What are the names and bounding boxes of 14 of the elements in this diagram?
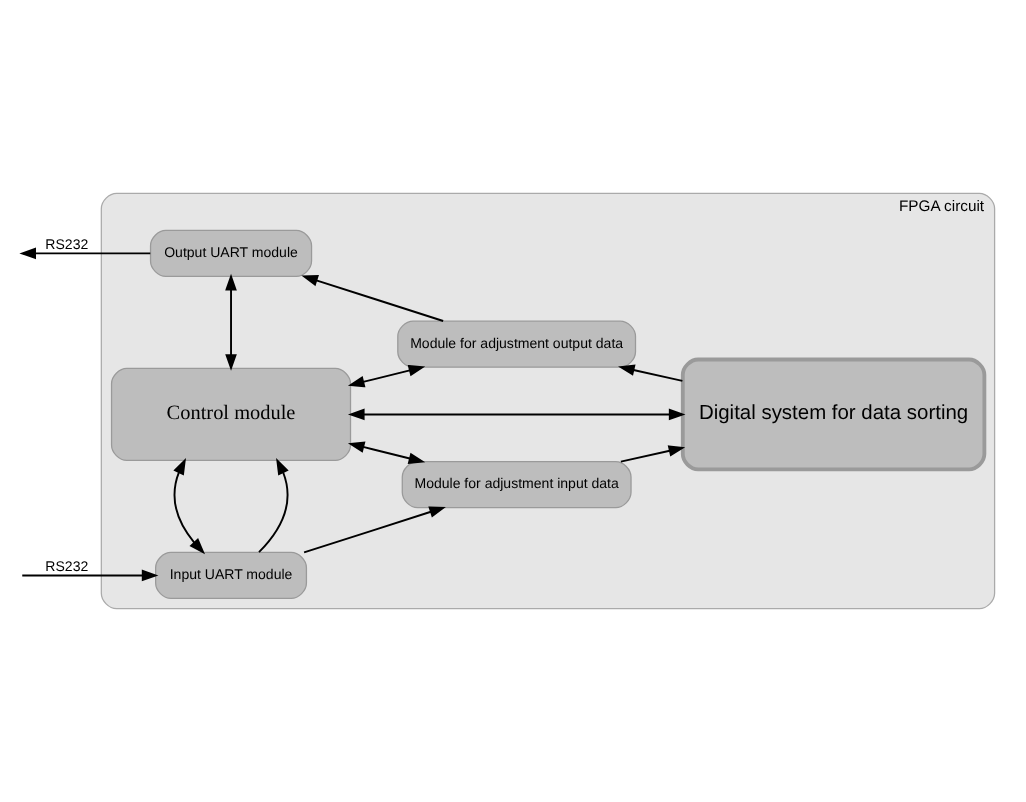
- arrow: [619, 445, 686, 463]
- arrow: [347, 408, 686, 421]
- arrow: [347, 364, 426, 388]
- arrow: [301, 275, 445, 322]
- arrow: [618, 364, 684, 382]
- arrow: [173, 458, 206, 555]
- node-box: Digital system for data sorting: [680, 357, 987, 472]
- arrow: [225, 273, 237, 371]
- arrow: [347, 441, 426, 464]
- arrow: [258, 458, 289, 554]
- node-box: Control module: [110, 367, 352, 462]
- arrow: [303, 506, 446, 554]
- arrow: [19, 247, 152, 260]
- arrow: [21, 569, 159, 582]
